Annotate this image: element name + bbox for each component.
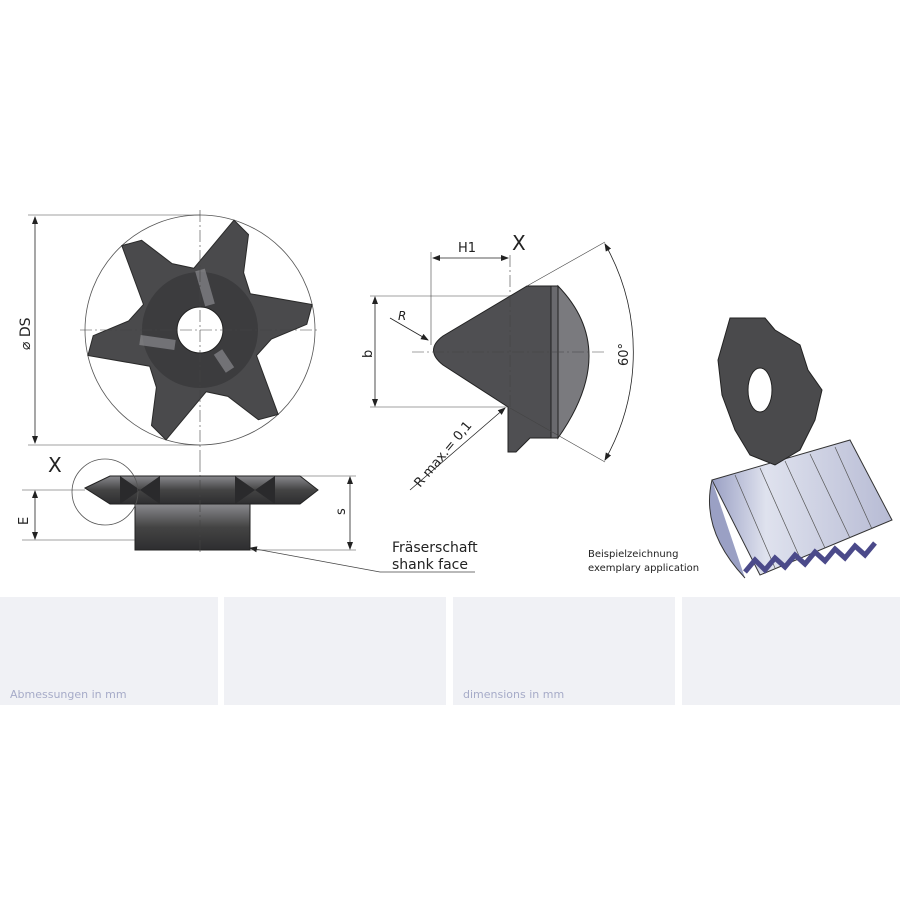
shank-face-en: shank face [392, 557, 468, 573]
example-de: Beispielzeichnung [588, 549, 678, 560]
cutter-side-view: X E s Fräserschaft shank face [17, 453, 478, 573]
detail-x-marker: X [48, 453, 62, 477]
example-en: exemplary application [588, 563, 699, 574]
angle-label: 60° [617, 343, 632, 366]
s-label: s [334, 508, 349, 515]
example-application: Beispielzeichnung exemplary application [588, 317, 893, 579]
h1-label: H1 [458, 241, 476, 256]
info-panel-3: dimensions in mm [453, 597, 675, 705]
shank-face-de: Fräserschaft [392, 540, 478, 556]
r-label: R [398, 309, 406, 323]
e-label: E [17, 517, 32, 525]
info-panel-1: Abmessungen in mm [0, 597, 218, 705]
r-max-label: R max.= 0,1 [412, 419, 476, 491]
technical-drawing: ⌀ DS X E s Fräserschaft shank face [17, 210, 893, 579]
tooth-profile-detail: H1 X b R R max.= 0,1 60° [361, 231, 634, 491]
dimensions-de: Abmessungen in mm [10, 688, 127, 701]
dimensions-en: dimensions in mm [463, 688, 565, 701]
cutter-front-view: ⌀ DS [18, 210, 320, 460]
info-panel-4 [682, 597, 900, 705]
b-label: b [361, 350, 376, 358]
detail-x-title: X [512, 231, 526, 255]
ds-label: ⌀ DS [18, 317, 34, 350]
info-panel-2 [224, 597, 446, 705]
